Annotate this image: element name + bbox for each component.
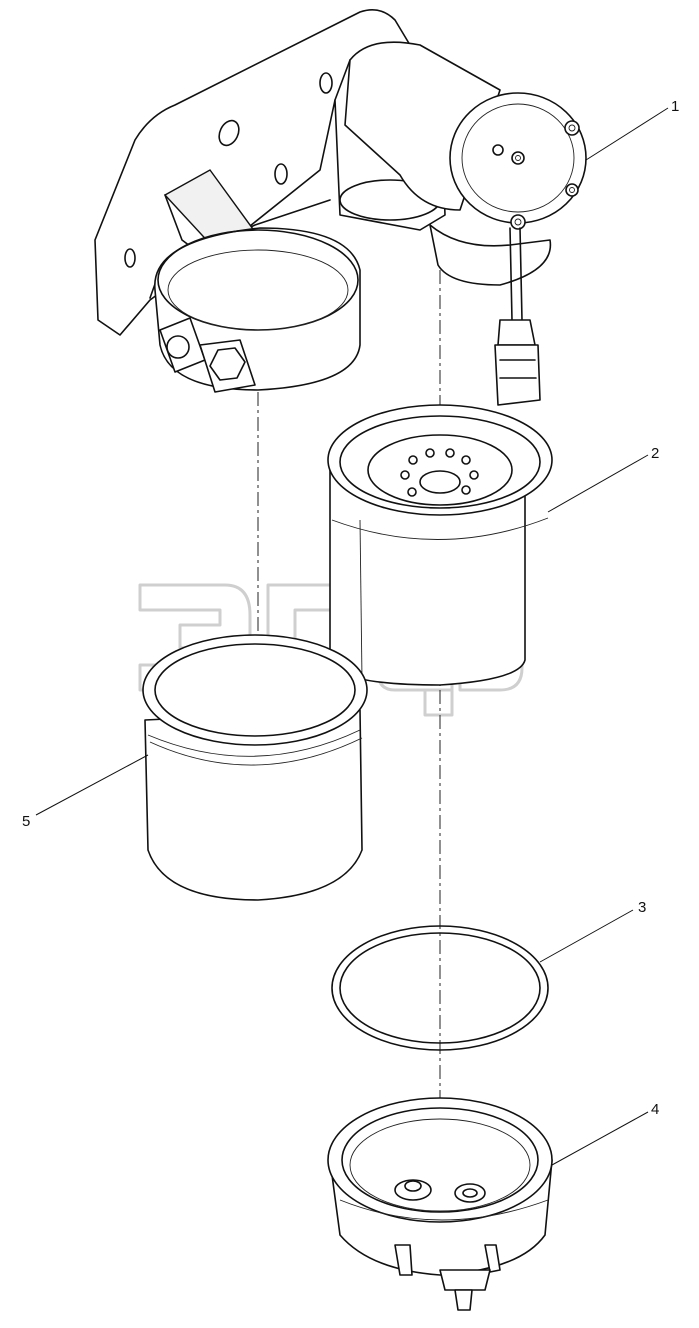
part-2-filter-cartridge: [327, 404, 553, 686]
part-4-collection-bowl: [327, 1097, 553, 1311]
part-1-filter-head: [94, 9, 587, 406]
callout-3: 3: [638, 899, 646, 916]
callout-1: 1: [671, 98, 679, 115]
callout-5: 5: [22, 813, 30, 830]
callout-4: 4: [651, 1101, 659, 1118]
callout-2: 2: [651, 445, 659, 462]
callout-leaders: [35, 107, 669, 1166]
part-5-separator-cartridge: [142, 634, 368, 901]
part-3-o-ring: [331, 925, 549, 1051]
